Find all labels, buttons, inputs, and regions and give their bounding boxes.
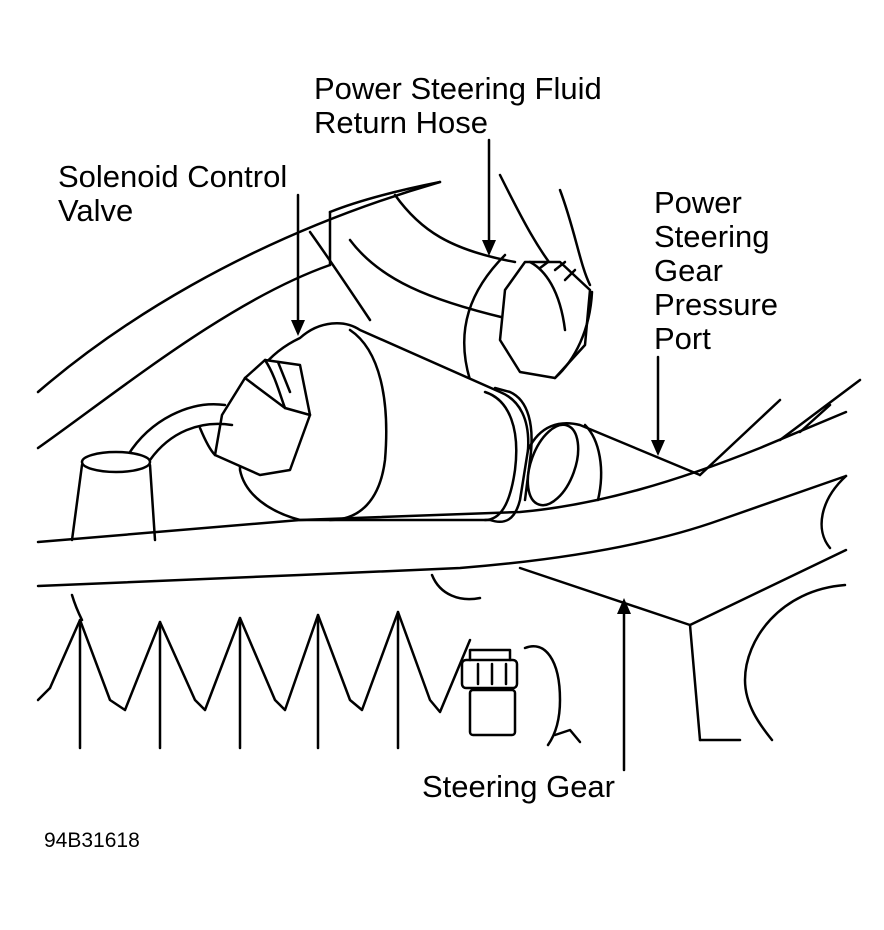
return-hose-label: Power Steering Fluid Return Hose [314,72,602,140]
steering-gear-boot [38,595,470,748]
solenoid-arrowhead [291,320,305,336]
pressure-port-label-line-3: Gear [654,253,723,288]
pressure-port-arrowhead [651,440,665,456]
solenoid-label-line-1: Solenoid Control [58,159,288,194]
solenoid-label: Solenoid Control Valve [58,160,287,228]
leader-arrowheads [291,240,665,614]
leader-lines [298,140,658,770]
right-bracket [432,400,846,740]
left-pipe-stub [72,452,155,540]
pressure-port-label-line-4: Pressure [654,287,779,322]
pressure-port-label: Power Steering Gear Pressure Port [654,186,778,356]
gear-clamp [462,646,580,745]
pressure-port-label-line-5: Port [654,321,711,356]
connector-wires [128,404,232,460]
return-hose-arrowhead [482,240,496,256]
pressure-port-fitting [518,418,700,512]
solenoid-connector [215,360,310,475]
return-hose-label-line-1: Power Steering Fluid [314,71,602,106]
figure-code: 94B31618 [44,829,140,852]
steering-gear-label: Steering Gear [422,769,615,804]
pressure-port-label-line-2: Steering [654,219,770,254]
return-hose-label-line-2: Return Hose [314,105,489,140]
hose-fitting-nut [500,262,592,378]
solenoid-label-line-2: Valve [58,193,134,228]
steering-gear-arrowhead [617,598,631,614]
pressure-port-label-line-1: Power [654,185,742,220]
background-hose-lines [38,182,440,448]
crossing-tube [38,380,860,586]
